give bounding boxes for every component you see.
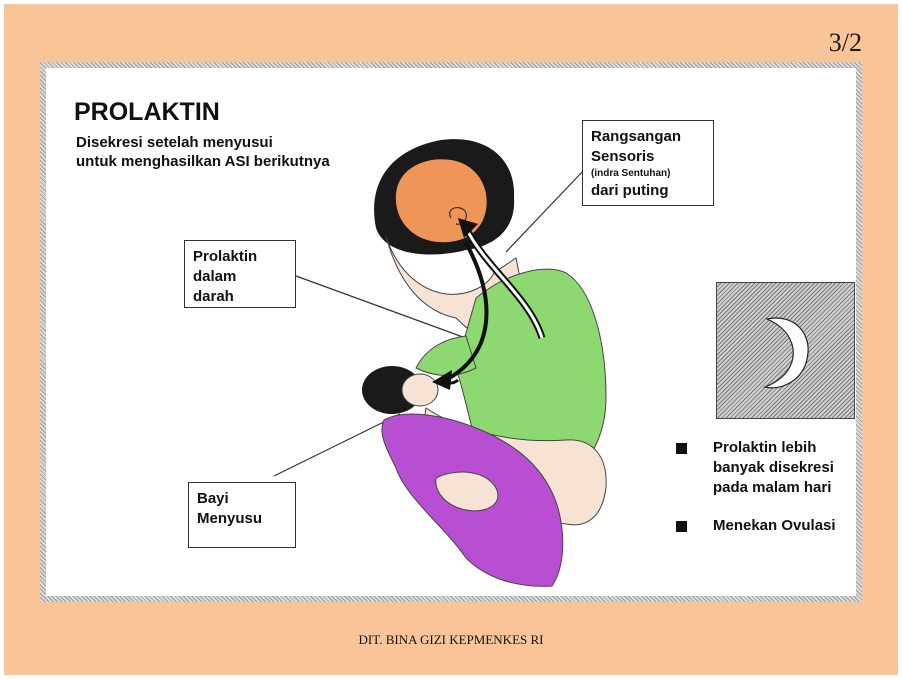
bullet-text: Prolaktin lebih banyak disekresi pada ma… <box>713 438 856 498</box>
bullet-square-icon <box>676 521 687 532</box>
bullet-line: banyak disekresi <box>713 459 834 476</box>
bullet-line: Prolaktin lebih <box>713 439 816 456</box>
sensory-line-2: Sensoris <box>591 148 654 165</box>
bullet-line: Menekan Ovulasi <box>713 517 836 534</box>
sensory-line-1: Rangsangan <box>591 128 681 145</box>
baby-leader-line <box>274 414 400 476</box>
baby-line-1: Bayi <box>197 490 229 507</box>
blood-line-2: dalam <box>193 268 236 285</box>
blood-line-3: darah <box>193 288 234 305</box>
slide-number: 3/2 <box>829 28 862 58</box>
footer-credit: DIT. BINA GIZI KEPMENKES RI <box>0 632 902 648</box>
baby-suckling-box: Bayi Menyusu <box>188 482 296 548</box>
bullet-line: pada malam hari <box>713 479 831 496</box>
night-box <box>716 282 855 419</box>
bullet-item: Menekan Ovulasi <box>676 516 856 536</box>
brain <box>396 159 487 242</box>
sensory-stimulus-box: Rangsangan Sensoris (indra Sentuhan) dar… <box>582 120 714 206</box>
content-panel: PROLAKTIN Disekresi setelah menyusui unt… <box>46 68 856 596</box>
bullet-square-icon <box>676 443 687 454</box>
mother-sleeve-left <box>416 336 476 376</box>
sensory-line-4: dari puting <box>591 182 669 199</box>
sensory-line-3: (indra Sentuhan) <box>591 167 705 181</box>
bullet-text: Menekan Ovulasi <box>713 516 856 536</box>
baby-face <box>402 374 438 406</box>
bullet-item: Prolaktin lebih banyak disekresi pada ma… <box>676 438 856 498</box>
prolactin-blood-box: Prolaktin dalam darah <box>184 240 296 308</box>
moon-icon <box>717 283 854 418</box>
sensory-leader-line <box>506 170 584 252</box>
baby-line-2: Menyusu <box>197 510 262 527</box>
blood-line-1: Prolaktin <box>193 248 257 265</box>
